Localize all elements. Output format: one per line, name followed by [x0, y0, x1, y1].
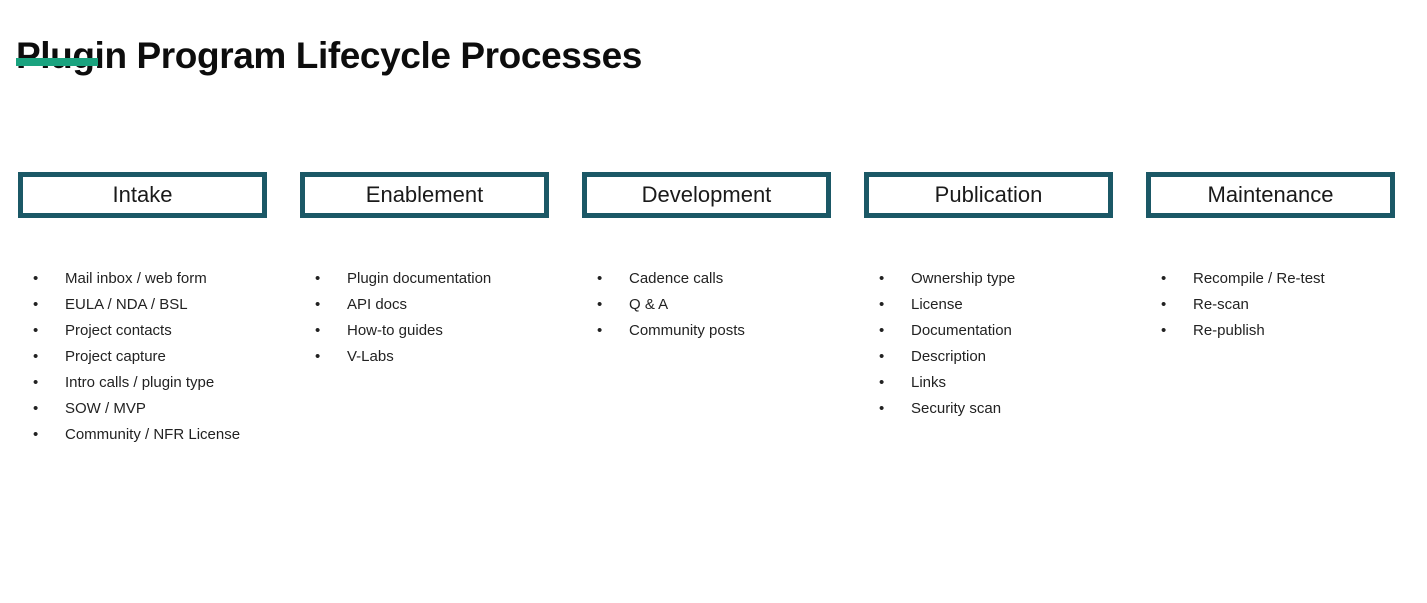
list-item-label: Documentation: [911, 322, 1012, 339]
bullet-icon: •: [1161, 322, 1167, 339]
phase-item-list: •Mail inbox / web form•EULA / NDA / BSL•…: [18, 266, 267, 448]
bullet-icon: •: [33, 374, 39, 391]
phase-header-intake[interactable]: Intake: [18, 172, 267, 218]
list-item-label: Project contacts: [65, 322, 172, 339]
phase-item-list: • Plugin documentation • API docs • How-to gu…: [300, 266, 549, 370]
lifecycle-phase-row: Intake • Mail inbox / web form • EULA / NDA …: [18, 172, 1398, 448]
list-item-label: Re-scan: [1193, 296, 1249, 313]
phase-header-label: Intake: [112, 182, 173, 207]
bullet-icon: •: [33, 296, 39, 313]
list-item: • Links: [864, 370, 1113, 396]
bullet-icon: •: [33, 270, 39, 287]
phase-header-enablement[interactable]: Enablement: [300, 172, 549, 218]
bullet-icon: •: [879, 348, 885, 365]
list-item-label: Re-publish: [1193, 322, 1265, 339]
bullet-icon: •: [597, 296, 603, 313]
phase-header-maintenance[interactable]: Maintenance: [1146, 172, 1395, 218]
list-item: • Security scan: [864, 396, 1113, 422]
phase-column: Intake • Mail inbox / web form • EULA / NDA …: [18, 172, 267, 448]
list-item: • Ownership type: [864, 266, 1113, 292]
list-item-label: Cadence calls: [629, 270, 724, 287]
bullet-icon: •: [597, 270, 603, 287]
bullet-icon: •: [315, 348, 321, 365]
phase-header-label: Publication: [934, 182, 1043, 207]
bullet-icon: •: [879, 374, 885, 391]
list-item-label: Community posts: [629, 322, 745, 339]
title-accent-bar: [16, 58, 98, 66]
list-item: • Q & A: [582, 292, 831, 318]
bullet-icon: •: [879, 322, 885, 339]
list-item-label: EULA / NDA / BSL: [65, 296, 188, 313]
phase-column: Maintenance•Recompile / Re-test•Re-scan•…: [1146, 172, 1395, 344]
list-item: • Re-publish: [1146, 318, 1395, 344]
list-item: • How-to guides: [300, 318, 549, 344]
list-item: • Intro calls / plugin type: [18, 370, 267, 396]
list-item-label: Ownership type: [911, 270, 1016, 287]
list-item-label: API docs: [347, 296, 408, 313]
phase-header-label: Enablement: [365, 182, 484, 207]
list-item-label: Mail inbox / web form: [65, 270, 207, 287]
phase-item-list: • Ownership type • License • Documentation • De…: [864, 266, 1113, 422]
list-item-label: Q & A: [629, 296, 669, 313]
bullet-icon: •: [33, 400, 39, 417]
list-item-label: Intro calls / plugin type: [65, 374, 215, 391]
bullet-icon: •: [33, 348, 39, 365]
list-item: • License: [864, 292, 1113, 318]
bullet-icon: •: [33, 426, 39, 443]
phase-header-development[interactable]: Development: [582, 172, 831, 218]
bullet-icon: •: [879, 296, 885, 313]
phase-column: Publication • Ownership type • License • Docum…: [864, 172, 1113, 422]
bullet-icon: •: [33, 322, 39, 339]
list-item: • Re-scan: [1146, 292, 1395, 318]
bullet-icon: •: [1161, 270, 1167, 287]
bullet-icon: •: [315, 322, 321, 339]
phase-header-label: Development: [641, 182, 772, 207]
list-item-label: Links: [911, 374, 947, 391]
bullet-icon: •: [879, 270, 885, 287]
list-item: • API docs: [300, 292, 549, 318]
bullet-icon: •: [597, 322, 603, 339]
bullet-icon: •: [315, 296, 321, 313]
phase-column: Development • Cadence calls • Q & A • Communit…: [582, 172, 831, 344]
list-item: • Recompile / Re-test: [1146, 266, 1395, 292]
list-item: • Plugin documentation: [300, 266, 549, 292]
list-item: • Community / NFR License: [18, 422, 267, 448]
phase-header-publication[interactable]: Publication: [864, 172, 1113, 218]
list-item: • Project capture: [18, 344, 267, 370]
list-item-label: Recompile / Re-test: [1193, 270, 1325, 287]
list-item: • Documentation: [864, 318, 1113, 344]
list-item: • Description: [864, 344, 1113, 370]
bullet-icon: •: [315, 270, 321, 287]
list-item-label: SOW / MVP: [65, 400, 146, 417]
phase-item-list: • Cadence calls • Q & A • Community posts: [582, 266, 831, 344]
list-item-label: V-Labs: [347, 348, 394, 365]
bullet-icon: •: [1161, 296, 1167, 313]
list-item-label: Community / NFR License: [65, 426, 241, 443]
phase-column: Enablement • Plugin documentation • API docs…: [300, 172, 549, 370]
list-item-label: Description: [911, 348, 987, 365]
list-item-label: Plugin documentation: [347, 270, 492, 287]
list-item: • Project contacts: [18, 318, 267, 344]
list-item: • EULA / NDA / BSL: [18, 292, 267, 318]
list-item: • Cadence calls: [582, 266, 831, 292]
list-item: • Mail inbox / web form: [18, 266, 267, 292]
list-item-label: Security scan: [911, 400, 1002, 417]
list-item-label: How-to guides: [347, 322, 443, 339]
bullet-icon: •: [879, 400, 885, 417]
phase-item-list: • Recompile / Re-test • Re-scan • Re-publish: [1146, 266, 1395, 344]
page-title: Plugin Program Lifecycle Processes: [16, 34, 642, 76]
list-item: • SOW / MVP: [18, 396, 267, 422]
list-item-label: Project capture: [65, 348, 166, 365]
list-item-label: License: [911, 296, 963, 313]
list-item: • Community posts: [582, 318, 831, 344]
list-item: • V-Labs: [300, 344, 549, 370]
phase-header-label: Maintenance: [1207, 182, 1334, 207]
